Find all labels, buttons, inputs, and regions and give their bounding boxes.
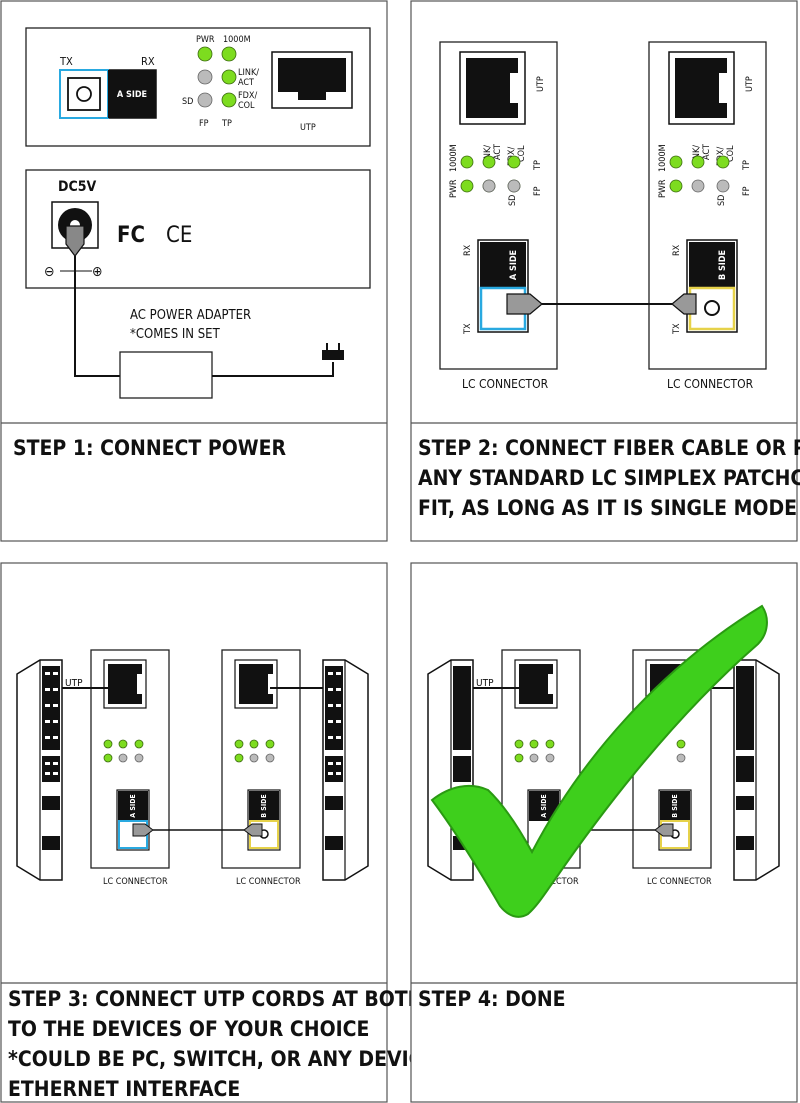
led-pwr — [197, 46, 213, 62]
act-label-right: ACT — [702, 144, 712, 160]
utp-cable-label-4: UTP — [476, 678, 494, 689]
pwr-label: PWR — [196, 35, 215, 45]
panel-step-1: TX RX A SIDE PWR 1000M LINK/ ACT SD FDX/… — [0, 0, 388, 542]
act-label: ACT — [238, 78, 254, 88]
a-side-label-4: A SIDE — [540, 794, 548, 817]
step-1-caption: STEP 1: CONNECT POWER — [13, 436, 287, 460]
tp-label-left: TP — [533, 160, 543, 171]
link-label-left: LINK/ — [483, 145, 493, 166]
lc-connector-label-left: LC CONNECTOR — [462, 377, 549, 391]
panel-step-4: A SIDE B SIDE UTP LC CONNECTOR LC CON — [410, 562, 798, 1103]
adapter-note: *COMES IN SET — [130, 327, 221, 342]
tx-label-right: TX — [672, 323, 682, 335]
ac-plug-icon — [322, 343, 344, 360]
lc-connector-label-right: LC CONNECTOR — [667, 377, 754, 391]
adapter-label: AC POWER ADAPTER — [130, 308, 251, 323]
fp-label: FP — [199, 119, 209, 129]
lc-connector-label-3-left: LC CONNECTOR — [103, 877, 168, 887]
rx-label: RX — [141, 55, 155, 68]
b-side-label-3: B SIDE — [260, 794, 268, 817]
sd-label: SD — [182, 97, 193, 107]
step-2-caption-line-3: FIT, AS LONG AS IT IS SINGLE MODE — [418, 496, 797, 520]
step-3-caption-line-2: TO THE DEVICES OF YOUR CHOICE — [8, 1017, 369, 1041]
converter-left: UTP PWR 1000M LINK/ ACT FDX/ COL TP SD F… — [439, 41, 558, 370]
link-label-right: LINK/ — [692, 145, 702, 166]
network-switch-right-4 — [733, 659, 780, 881]
led-fdx — [221, 92, 237, 108]
sd-label-right: SD — [717, 195, 727, 206]
a-side-label: A SIDE — [117, 90, 147, 100]
fp-label-left: FP — [533, 186, 543, 196]
check-mark-icon — [430, 604, 768, 918]
tp-label: TP — [221, 119, 232, 129]
network-switch-right — [322, 659, 369, 881]
converter-right: UTP PWR 1000M LINK/ ACT FDX/ COL TP SD F… — [648, 41, 767, 370]
link-label: LINK/ — [238, 68, 259, 78]
ac-power-adapter — [119, 351, 213, 399]
sfp-module: A SIDE — [59, 69, 157, 119]
led-link — [221, 69, 237, 85]
fiber-patchcord — [506, 293, 697, 315]
led-link-off — [197, 69, 213, 85]
utp-label-right: UTP — [745, 76, 755, 92]
led-sd — [197, 92, 213, 108]
utp-label-left: UTP — [536, 76, 546, 92]
minus-icon: ⊖ — [44, 264, 55, 280]
network-switch-left — [16, 659, 63, 881]
a-side-label-3: A SIDE — [129, 794, 137, 817]
ce-logo: CE — [166, 223, 192, 248]
plus-icon: ⊕ — [92, 264, 103, 280]
1000m-label: 1000M — [223, 35, 251, 45]
1000m-label-right: 1000M — [658, 144, 668, 172]
sd-label-left: SD — [508, 195, 518, 206]
b-side-label-4: B SIDE — [671, 794, 679, 817]
act-label-left: ACT — [493, 144, 503, 160]
a-side-label-2: A SIDE — [509, 250, 519, 280]
pwr-label-left: PWR — [449, 179, 459, 198]
fc-logo: FC — [117, 223, 145, 248]
converter-b-small: B SIDE — [221, 649, 301, 869]
tx-label: TX — [59, 55, 73, 68]
panel-step-2: UTP PWR 1000M LINK/ ACT FDX/ COL TP SD F… — [410, 0, 800, 542]
col-label-left: COL — [517, 145, 527, 162]
rx-label-left: RX — [463, 244, 473, 256]
converter-a-small: A SIDE — [90, 649, 170, 869]
panel-step-3: A SIDE B SIDE UTP LC CONNECTOR LC CONNEC… — [0, 562, 499, 1103]
utp-cable-label-left: UTP — [65, 678, 83, 689]
tp-label-right: TP — [742, 160, 752, 171]
col-label: COL — [238, 101, 255, 111]
fp-label-right: FP — [742, 186, 752, 196]
step-4-caption: STEP 4: DONE — [418, 987, 566, 1011]
fdx-label: FDX/ — [238, 91, 257, 101]
step-2-caption-line-2: ANY STANDARD LC SIMPLEX PATCHCORD WILL — [418, 466, 800, 490]
rj45-port-icon — [271, 51, 353, 109]
dc5v-label: DC5V — [58, 179, 96, 195]
step-3-caption-line-4: ETHERNET INTERFACE — [8, 1077, 240, 1101]
col-label-right: COL — [726, 145, 736, 162]
lc-connector-label-4-right: LC CONNECTOR — [647, 877, 712, 887]
lc-connector-label-3-right: LC CONNECTOR — [236, 877, 301, 887]
1000m-label-left: 1000M — [449, 144, 459, 172]
pwr-label-right: PWR — [658, 179, 668, 198]
b-side-label-2: B SIDE — [718, 250, 728, 280]
rx-label-right: RX — [672, 244, 682, 256]
led-1000m — [221, 46, 237, 62]
tx-label-left: TX — [463, 323, 473, 335]
step-2-caption-line-1: STEP 2: CONNECT FIBER CABLE OR PATCHCORD… — [418, 436, 800, 460]
utp-label: UTP — [300, 123, 316, 133]
